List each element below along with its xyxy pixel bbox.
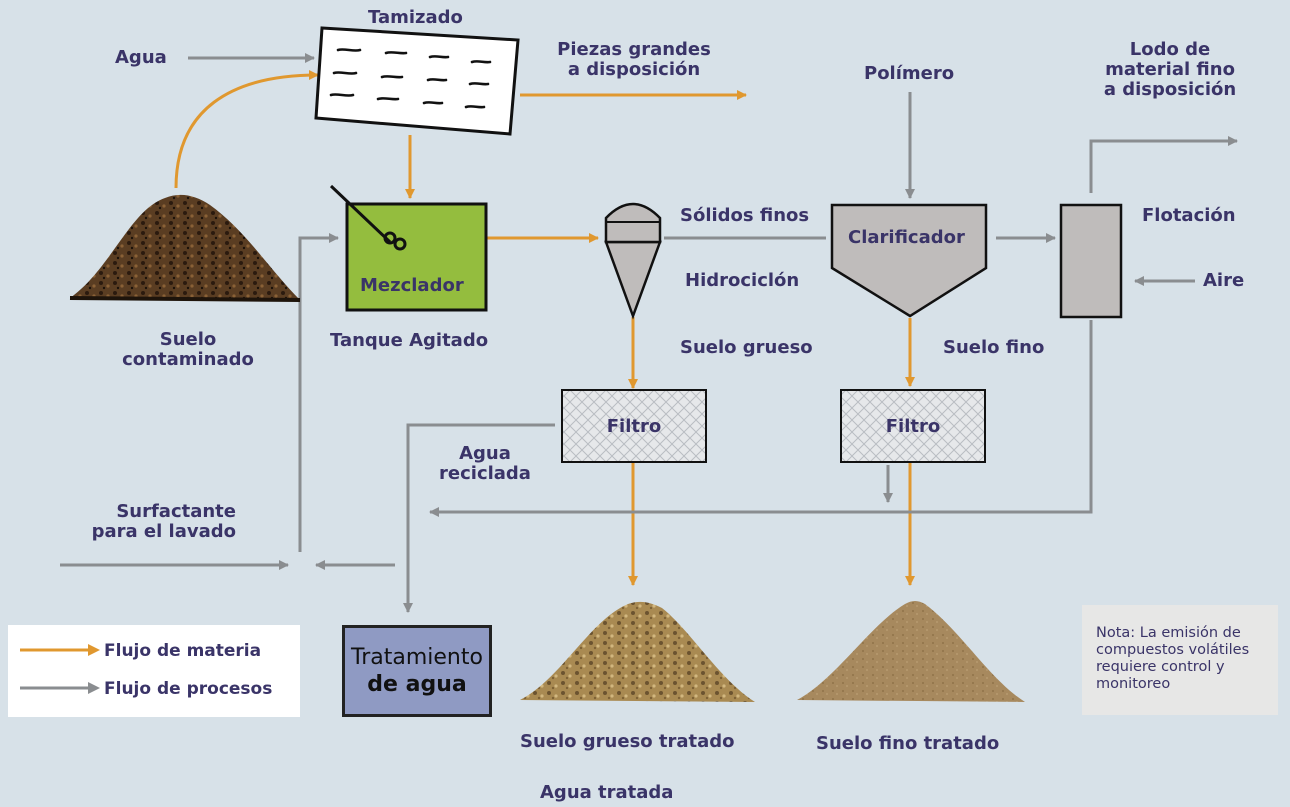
label-mixer: Mezclador — [360, 275, 464, 296]
label-filter-1: Filtro — [606, 415, 662, 437]
process-flow-lines — [60, 53, 1238, 613]
flow-recycled-to-mixer — [298, 233, 339, 552]
label-screening: Tamizado — [368, 7, 463, 28]
label-fine-soil: Suelo fino — [943, 337, 1045, 358]
label-contaminated-soil-line1: Suelo — [159, 329, 217, 350]
label-water: Agua — [115, 47, 167, 68]
label-polymer: Polímero — [864, 63, 955, 84]
label-fine-solids: Sólidos finos — [680, 205, 810, 226]
legend-process-label: Flujo de procesos — [104, 679, 273, 699]
label-stirred-tank: Tanque Agitado — [330, 330, 489, 351]
note-box: Nota: La emisión de compuestos volátiles… — [1082, 605, 1278, 715]
label-fine-soil-treated: Suelo fino tratado — [816, 733, 1000, 754]
fine-soil-pile — [797, 601, 1025, 702]
label-surfactant-line2: para el lavado — [91, 521, 236, 542]
label-filter-2: Filtro — [885, 415, 941, 437]
orange-arrow-icon — [20, 644, 100, 656]
water-treatment-line2: de agua — [367, 672, 467, 697]
screen-icon — [314, 26, 520, 136]
label-recycled-water-line1: Agua — [459, 443, 511, 464]
label-coarse-soil: Suelo grueso — [680, 337, 813, 358]
flow-soil-to-screen — [174, 70, 319, 189]
legend: Flujo de materia Flujo de procesos — [8, 625, 300, 717]
label-recycled-water-line2: reciclada — [439, 463, 531, 484]
grey-arrow-icon — [20, 682, 100, 694]
clarifier-icon — [830, 203, 988, 318]
label-hydrocyclone: Hidrociclón — [685, 270, 800, 291]
label-large-pieces-line2: a disposición — [567, 59, 701, 80]
legend-material-label: Flujo de materia — [104, 641, 262, 661]
label-treated-water: Agua tratada — [540, 782, 674, 803]
contaminated-soil-pile — [69, 194, 301, 302]
label-fine-sludge-line3: a disposición — [1103, 79, 1237, 100]
label-surfactant: Surfactante para el lavado — [60, 502, 236, 542]
flow-recycle-line — [429, 320, 1093, 517]
coarse-soil-pile — [520, 601, 755, 702]
label-air: Aire — [1203, 270, 1245, 291]
label-flotation: Flotación — [1142, 205, 1236, 226]
label-contaminated-soil-line2: contaminado — [122, 349, 254, 370]
label-fine-sludge: Lodo de material fino a disposición — [1093, 40, 1247, 100]
label-fine-sludge-line1: Lodo de — [1129, 39, 1211, 60]
mixer-tank — [329, 184, 488, 312]
flotation-cell — [1059, 203, 1123, 319]
flow-flotation-to-disposal — [1089, 136, 1238, 193]
label-recycled-water: Agua reciclada — [430, 444, 540, 484]
water-treatment-box: Tratamiento de agua — [342, 625, 492, 717]
water-treatment-line1: Tratamiento — [351, 645, 483, 670]
filter-2 — [840, 389, 986, 463]
label-clarifier: Clarificador — [848, 227, 965, 248]
hydrocyclone-icon — [604, 202, 662, 320]
label-fine-sludge-line2: material fino — [1105, 59, 1235, 80]
stirrer-icon — [383, 231, 407, 251]
label-contaminated-soil: Suelo contaminado — [118, 330, 258, 370]
label-large-pieces-line1: Piezas grandes — [557, 39, 711, 60]
label-coarse-soil-treated: Suelo grueso tratado — [520, 731, 735, 752]
label-surfactant-line1: Surfactante — [116, 501, 236, 522]
filter-1 — [561, 389, 707, 463]
material-flow-lines — [174, 70, 915, 586]
flow-filter1-to-treatment — [403, 423, 555, 613]
label-large-pieces: Piezas grandes a disposición — [548, 40, 720, 80]
